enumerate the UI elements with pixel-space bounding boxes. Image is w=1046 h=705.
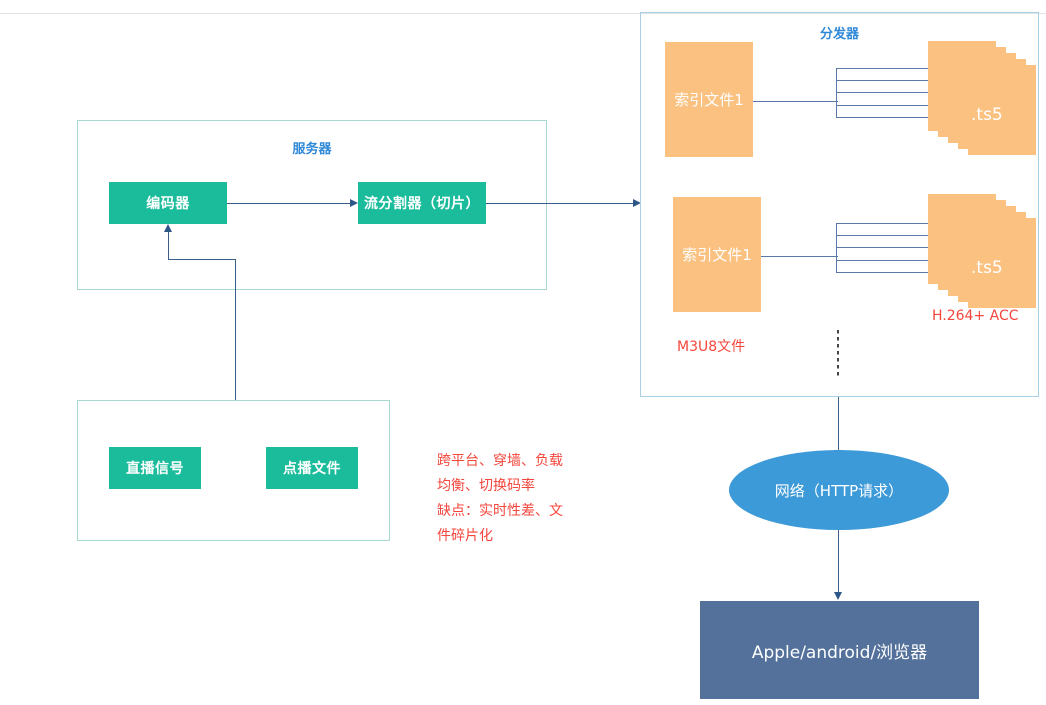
arrowhead-to-distributor: [633, 199, 641, 207]
network-node[interactable]: 网络（HTTP请求）: [729, 450, 949, 530]
sources-panel: [77, 400, 390, 541]
connector-index1-to-segments: [753, 101, 838, 102]
segment-comb-2: [836, 223, 986, 273]
arrowhead-to-splitter: [350, 199, 358, 207]
arrowhead-to-clients: [834, 592, 842, 600]
clients-box[interactable]: Apple/android/浏览器: [700, 601, 979, 699]
distributor-panel: [640, 12, 1039, 397]
index-file-box-1[interactable]: 索引文件1: [665, 42, 753, 157]
server-panel: [77, 120, 547, 290]
connector-index2-to-segments: [761, 256, 838, 257]
encoder-box[interactable]: 编码器: [109, 182, 227, 224]
codec-label: H.264+ ACC: [932, 308, 1019, 324]
top-divider: [0, 13, 1046, 14]
ts-segment-label-2: .ts5: [971, 258, 1003, 278]
connector-network-to-clients: [838, 530, 839, 594]
segment-comb-1: [836, 68, 986, 118]
m3u8-file-label: M3U8文件: [677, 339, 746, 355]
connector-encoder-to-splitter: [227, 203, 350, 204]
live-signal-box[interactable]: 直播信号: [109, 447, 201, 489]
index-file-box-2[interactable]: 索引文件1: [673, 197, 761, 312]
connector-sources-horizontal: [168, 259, 236, 260]
stream-splitter-box[interactable]: 流分割器（切片）: [358, 182, 486, 224]
connector-into-encoder: [168, 232, 169, 260]
ts-segment-stack-1: .ts5: [928, 41, 1038, 155]
arrowhead-into-encoder: [164, 224, 172, 232]
ts-segment-label-1: .ts5: [971, 105, 1003, 125]
server-panel-title: 服务器: [292, 142, 332, 157]
features-note: 跨平台、穿墙、负载 均衡、切换码率 缺点：实时性差、文 件碎片化: [437, 453, 563, 544]
distributor-panel-title: 分发器: [819, 27, 859, 42]
connector-sources-vertical: [235, 259, 236, 400]
connector-splitter-to-distributor: [486, 203, 634, 204]
connector-distributor-to-network: [838, 397, 839, 453]
ts-segment-stack-2: .ts5: [928, 194, 1038, 308]
vertical-ellipsis: [837, 330, 839, 378]
vod-file-box[interactable]: 点播文件: [266, 447, 358, 489]
